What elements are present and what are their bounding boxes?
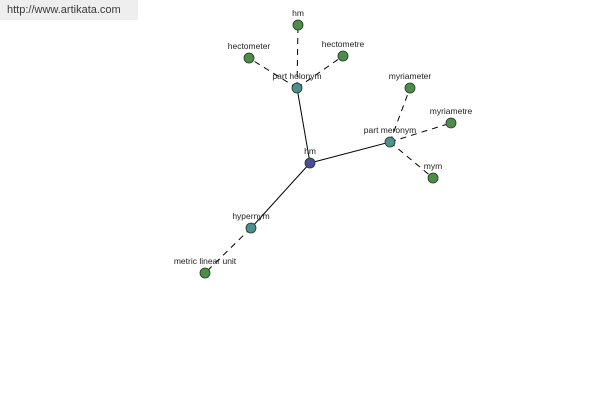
node-label-metric-linear-unit: metric linear unit: [174, 256, 237, 266]
node-label-mym: mym: [424, 161, 442, 171]
edge-part-holonym-to-hectometer: [248, 57, 298, 89]
node-metric-linear-unit[interactable]: [199, 267, 211, 279]
node-label-hm-top: hm: [292, 8, 304, 18]
edge-hm-to-part-holonym: [296, 87, 311, 164]
edge-part-meronym-to-mym: [389, 141, 434, 179]
edge-part-meronym-to-myriameter: [389, 87, 411, 143]
node-label-myriametre: myriametre: [430, 106, 473, 116]
node-label-part-meronym: part meronym: [364, 125, 416, 135]
node-hypernym[interactable]: [245, 222, 257, 234]
node-mym[interactable]: [427, 172, 439, 184]
node-label-part-holonym: part holonym: [272, 71, 321, 81]
node-myriameter[interactable]: [404, 82, 416, 94]
edge-part-holonym-to-hectometre: [296, 55, 344, 89]
node-hm-top[interactable]: [292, 19, 304, 31]
node-hectometer[interactable]: [243, 52, 255, 64]
node-label-myriameter: myriameter: [389, 71, 432, 81]
edge-hypernym-to-metric-linear-unit: [204, 227, 252, 274]
node-hm[interactable]: [304, 157, 316, 169]
watermark-link[interactable]: http://www.artikata.com: [0, 0, 138, 20]
node-label-hypernym: hypernym: [232, 211, 269, 221]
node-part-meronym[interactable]: [384, 136, 396, 148]
node-label-hectometer: hectometer: [228, 41, 271, 51]
node-label-hectometre: hectometre: [322, 39, 365, 49]
node-hectometre[interactable]: [337, 50, 349, 62]
node-myriametre[interactable]: [445, 117, 457, 129]
node-part-holonym[interactable]: [291, 82, 303, 94]
edge-hm-to-hypernym: [250, 162, 311, 229]
node-label-hm: hm: [304, 146, 316, 156]
edge-hm-to-part-meronym: [309, 141, 391, 164]
